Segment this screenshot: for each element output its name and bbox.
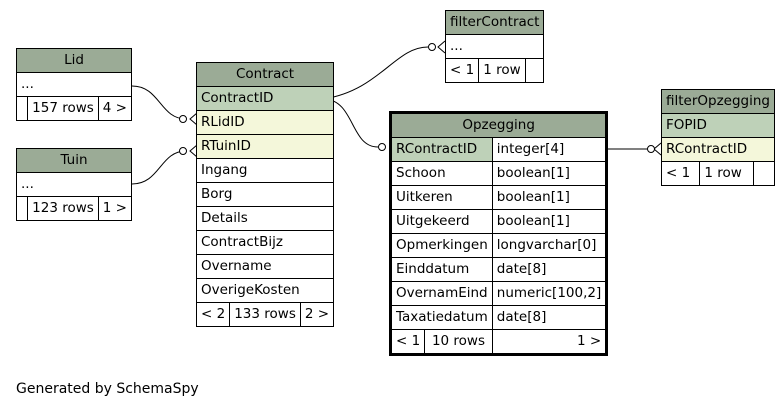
column-contractid[interactable]: ContractID [195, 86, 335, 111]
column-type: boolean[1] [491, 161, 608, 186]
table-filtercontract[interactable]: filterContract ... < 1 1 row [444, 10, 545, 83]
cardinality-circle [179, 147, 187, 155]
next-link[interactable]: 1 > [491, 329, 608, 355]
column-opmerkingen[interactable]: Opmerkingen [390, 233, 493, 258]
cardinality-circle [179, 115, 187, 123]
row-count: 10 rows [431, 333, 486, 349]
column-einddatum[interactable]: Einddatum [390, 257, 493, 282]
column-uitkeren[interactable]: Uitkeren [390, 185, 493, 210]
column-details[interactable]: Details [195, 206, 335, 231]
next-link [753, 161, 776, 186]
column-contractbijz[interactable]: ContractBijz [195, 230, 335, 255]
column-ellipsis: ... [444, 34, 545, 59]
prev-link[interactable]: < 2 [195, 302, 231, 327]
column-overigekosten[interactable]: OverigeKosten [195, 278, 335, 303]
column-rtuinid[interactable]: RTuinID [195, 134, 335, 159]
table-opzegging[interactable]: Opzegging RContractID integer[4] Schoon … [389, 111, 609, 356]
table-title[interactable]: filterOpzegging [660, 89, 776, 114]
column-uitgekeerd[interactable]: Uitgekeerd [390, 209, 493, 234]
next-link[interactable]: 1 > [97, 196, 133, 221]
next-link [524, 58, 545, 83]
table-title[interactable]: Opzegging [389, 112, 608, 138]
next-link[interactable]: 2 > [299, 302, 335, 327]
column-rcontractid[interactable]: RContractID [660, 137, 776, 162]
column-taxatiedatum[interactable]: Taxatiedatum [390, 305, 493, 330]
row-count: 1 row [699, 161, 755, 186]
table-title[interactable]: Tuin [16, 148, 132, 173]
table-tuin[interactable]: Tuin ... 123 rows 1 > [15, 148, 133, 221]
column-type: numeric[100,2] [491, 281, 608, 306]
column-type: boolean[1] [491, 185, 608, 210]
table-lid[interactable]: Lid ... 157 rows 4 > [15, 48, 133, 121]
edge-lid-contract [131, 85, 187, 120]
generated-by-label: Generated by SchemaSpy [16, 381, 199, 397]
column-overname[interactable]: Overname [195, 254, 335, 279]
column-type: boolean[1] [491, 209, 608, 234]
row-count: 133 rows [229, 302, 301, 327]
table-title[interactable]: filterContract [444, 10, 545, 35]
prev-link[interactable]: < 1 [444, 58, 480, 83]
table-contract[interactable]: Contract ContractID RLidID RTuinID Ingan… [195, 62, 335, 327]
row-count: 1 row [478, 58, 526, 83]
footer-left: < 1 10 rows [390, 329, 493, 355]
prev-link[interactable]: < 1 [392, 330, 426, 353]
column-type: integer[4] [491, 137, 608, 162]
prev-link [15, 196, 29, 221]
column-fopid[interactable]: FOPID [660, 113, 776, 138]
table-title[interactable]: Contract [195, 62, 335, 87]
column-ellipsis: ... [16, 72, 132, 97]
column-ellipsis: ... [16, 172, 132, 197]
column-overnameind[interactable]: OvernamEind [390, 281, 493, 306]
column-ingang[interactable]: Ingang [195, 158, 335, 183]
edge-contract-filtercontract [323, 46, 429, 100]
column-type: longvarchar[0] [491, 233, 608, 258]
table-title[interactable]: Lid [16, 48, 132, 73]
cardinality-circle [647, 145, 655, 153]
column-type: date[8] [491, 257, 608, 282]
row-count: 157 rows [27, 96, 99, 121]
prev-link[interactable]: < 1 [660, 161, 701, 186]
edge-tuin-contract [131, 150, 187, 185]
column-schoon[interactable]: Schoon [390, 161, 493, 186]
column-rlidid[interactable]: RLidID [195, 110, 335, 135]
row-count: 123 rows [27, 196, 99, 221]
column-rcontractid[interactable]: RContractID [390, 137, 493, 162]
prev-link [15, 96, 29, 121]
column-borg[interactable]: Borg [195, 182, 335, 207]
table-filteropzegging[interactable]: filterOpzegging FOPID RContractID < 1 1 … [660, 89, 776, 186]
next-link[interactable]: 4 > [97, 96, 133, 121]
cardinality-circle [378, 143, 386, 151]
cardinality-circle [428, 43, 436, 51]
column-type: date[8] [491, 305, 608, 330]
